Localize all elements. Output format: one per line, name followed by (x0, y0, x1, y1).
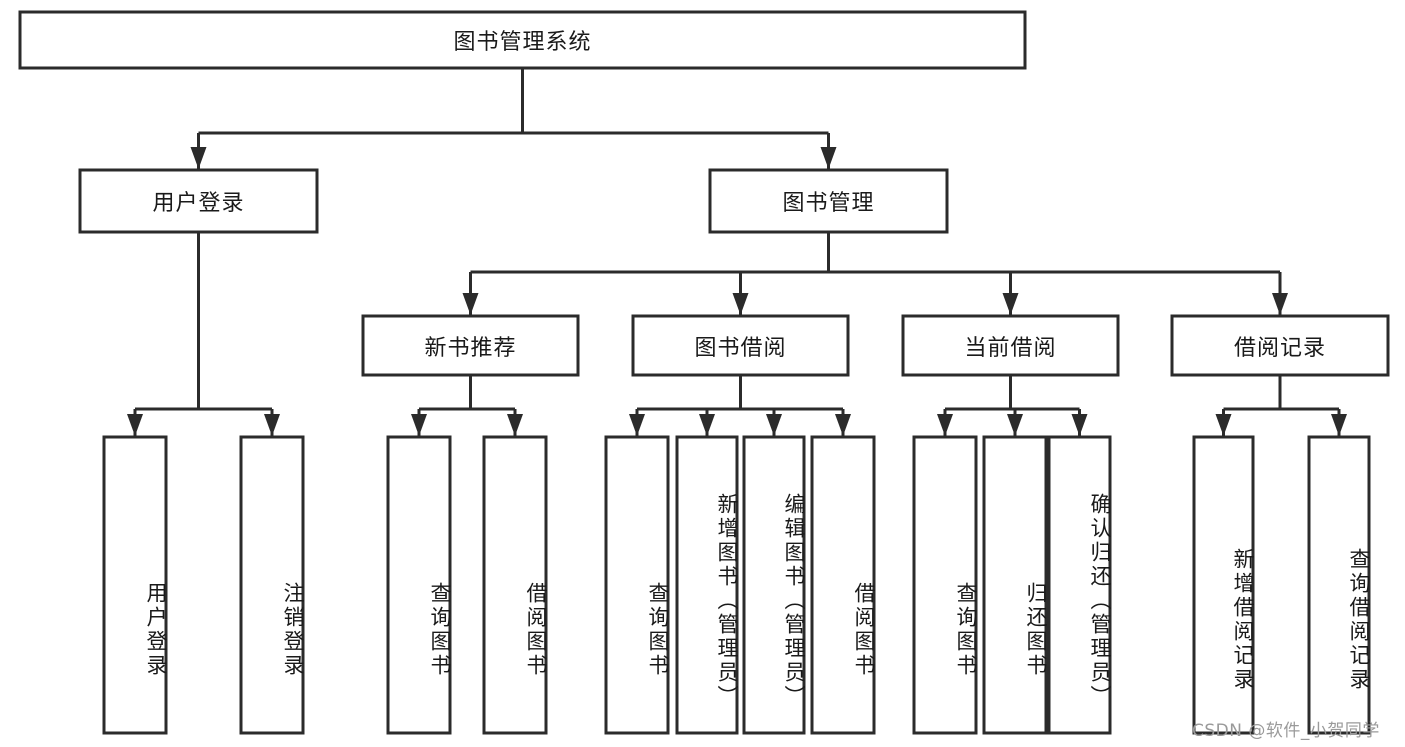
node-box-leaf-edit-book[interactable] (742, 435, 806, 735)
arrow-head-icon-leaf-return-book (1007, 414, 1023, 436)
node-box-leaf-add-record[interactable] (1192, 435, 1255, 735)
arrow-head-icon-leaf-borrow-book-2 (835, 414, 851, 436)
node-box-leaf-return-book[interactable] (982, 435, 1048, 735)
node-box-leaf-query-book-1[interactable] (386, 435, 452, 735)
arrow-head-icon-leaf-logout (264, 414, 280, 436)
arrow-head-icon-leaf-edit-book (766, 414, 782, 436)
node-box-borrow-record[interactable] (1170, 314, 1390, 377)
node-box-new-book-rec[interactable] (361, 314, 580, 377)
node-box-leaf-borrow-book-1[interactable] (482, 435, 548, 735)
csdn-watermark: CSDN @软件_小贺同学 (1192, 721, 1380, 741)
connector-lines-group (127, 68, 1347, 436)
arrow-head-icon-leaf-add-book (699, 414, 715, 436)
node-box-root[interactable] (18, 10, 1027, 70)
node-box-leaf-confirm-return[interactable] (1047, 435, 1112, 735)
node-box-leaf-query-record[interactable] (1307, 435, 1371, 735)
arrow-head-icon-leaf-query-book-3 (937, 414, 953, 436)
node-box-leaf-user-login[interactable] (102, 435, 168, 735)
arrow-head-icon-leaf-query-book-1 (411, 414, 427, 436)
arrow-head-icon-leaf-query-book-2 (629, 414, 645, 436)
arrow-head-icon-leaf-add-record (1215, 414, 1232, 436)
arrow-head-icon-leaf-user-login (127, 414, 143, 436)
node-box-leaf-logout[interactable] (239, 435, 305, 735)
node-box-leaf-query-book-3[interactable] (912, 435, 978, 735)
arrow-head-icon-current-borrow (1002, 293, 1019, 315)
node-box-current-borrow[interactable] (901, 314, 1120, 377)
arrow-head-icon-book-manage (820, 147, 837, 169)
node-box-user-login[interactable] (78, 168, 319, 234)
arrow-head-icon-borrow-record (1272, 293, 1288, 315)
node-box-leaf-add-book[interactable] (675, 435, 739, 735)
node-box-book-manage[interactable] (708, 168, 949, 234)
arrow-head-icon-user-login (190, 147, 207, 169)
arrow-head-icon-book-borrow (732, 293, 749, 315)
arrow-head-icon-new-book-rec (462, 293, 479, 315)
node-box-leaf-borrow-book-2[interactable] (810, 435, 876, 735)
node-boxes-group (18, 10, 1390, 735)
arrow-head-icon-leaf-confirm-return (1071, 414, 1088, 436)
arrow-head-icon-leaf-query-record (1331, 414, 1347, 436)
arrow-head-icon-leaf-borrow-book-1 (507, 414, 523, 436)
node-box-leaf-query-book-2[interactable] (604, 435, 670, 735)
node-box-book-borrow[interactable] (631, 314, 850, 377)
